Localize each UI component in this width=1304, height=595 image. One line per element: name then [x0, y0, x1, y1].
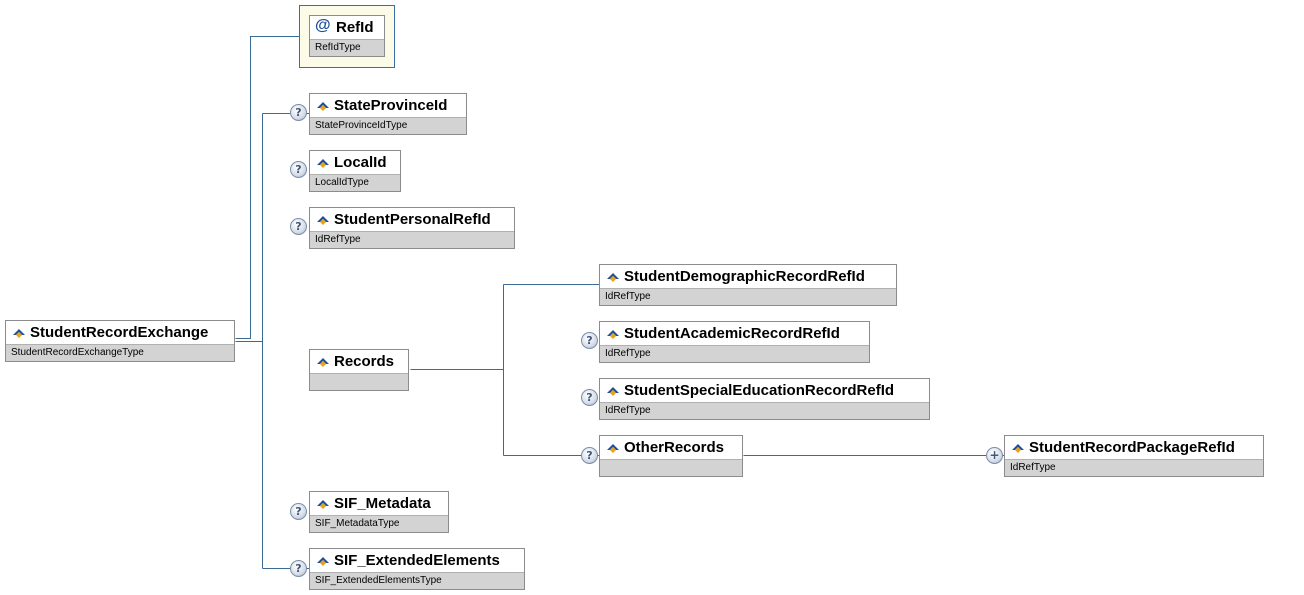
attribute-type: RefIdType [310, 39, 384, 56]
element-type: StateProvinceIdType [310, 117, 466, 134]
root-element-box[interactable]: StudentRecordExchange StudentRecordExcha… [5, 320, 235, 362]
element-type: IdRefType [600, 288, 896, 305]
element-studentacademicrecordrefid-box[interactable]: StudentAcademicRecordRefId IdRefType [599, 321, 870, 363]
element-sif-metadata-box[interactable]: SIF_Metadata SIF_MetadataType [309, 491, 449, 533]
root-element-header: StudentRecordExchange [6, 321, 234, 344]
element-header: SIF_ExtendedElements [310, 549, 524, 572]
element-name: Records [334, 353, 395, 370]
optional-badge-icon: ? [290, 503, 307, 520]
optional-badge-icon: ? [581, 332, 598, 349]
element-name: StudentRecordPackageRefId [1029, 439, 1235, 456]
element-icon [1012, 444, 1024, 453]
element-icon [13, 329, 25, 338]
at-sign-icon: @ [315, 17, 331, 34]
element-header: StateProvinceId [310, 94, 466, 117]
element-localid-box[interactable]: LocalId LocalIdType [309, 150, 401, 192]
optional-badge-icon: ? [290, 560, 307, 577]
element-icon [317, 557, 329, 566]
optional-badge-icon: ? [290, 161, 307, 178]
attribute-name: RefId [336, 19, 374, 36]
element-header: StudentRecordPackageRefId [1005, 436, 1263, 459]
element-icon [607, 387, 619, 396]
element-icon [317, 500, 329, 509]
element-type: SIF_MetadataType [310, 515, 448, 532]
optional-badge-icon: ? [581, 447, 598, 464]
element-header: StudentSpecialEducationRecordRefId [600, 379, 929, 402]
element-icon [607, 444, 619, 453]
optional-badge-icon: ? [581, 389, 598, 406]
element-name: OtherRecords [624, 439, 725, 456]
element-studentrecordpackagerefid-box[interactable]: StudentRecordPackageRefId IdRefType [1004, 435, 1264, 477]
element-icon [317, 358, 329, 367]
element-name: StudentAcademicRecordRefId [624, 325, 840, 342]
element-name: SIF_ExtendedElements [334, 552, 500, 569]
element-type: IdRefType [600, 345, 869, 362]
element-name: StudentSpecialEducationRecordRefId [624, 382, 895, 399]
element-type: LocalIdType [310, 174, 400, 191]
element-type: IdRefType [1005, 459, 1263, 476]
element-stateprovinceid-box[interactable]: StateProvinceId StateProvinceIdType [309, 93, 467, 135]
element-icon [317, 102, 329, 111]
element-sif-extendedelements-box[interactable]: SIF_ExtendedElements SIF_ExtendedElement… [309, 548, 525, 590]
element-name: SIF_Metadata [334, 495, 431, 512]
root-element-name: StudentRecordExchange [30, 324, 209, 341]
element-otherrecords-box[interactable]: OtherRecords [599, 435, 743, 477]
element-header: SIF_Metadata [310, 492, 448, 515]
attribute-refid-box[interactable]: @ RefId RefIdType [309, 15, 385, 57]
element-name: StudentPersonalRefId [334, 211, 491, 228]
element-name: StateProvinceId [334, 97, 448, 114]
element-header: OtherRecords [600, 436, 742, 459]
element-name: StudentDemographicRecordRefId [624, 268, 865, 285]
element-header: StudentAcademicRecordRefId [600, 322, 869, 345]
element-header: LocalId [310, 151, 400, 174]
element-icon [607, 330, 619, 339]
element-records-box[interactable]: Records [309, 349, 409, 391]
element-name: LocalId [334, 154, 387, 171]
element-header: Records [310, 350, 408, 373]
element-header: StudentPersonalRefId [310, 208, 514, 231]
element-icon [317, 216, 329, 225]
optional-badge-icon: ? [290, 218, 307, 235]
root-element-type: StudentRecordExchangeType [6, 344, 234, 361]
element-header: StudentDemographicRecordRefId [600, 265, 896, 288]
element-icon [317, 159, 329, 168]
element-studentdemographicrecordrefid-box[interactable]: StudentDemographicRecordRefId IdRefType [599, 264, 897, 306]
element-type [310, 373, 408, 390]
element-type [600, 459, 742, 476]
element-type: IdRefType [310, 231, 514, 248]
element-type: SIF_ExtendedElementsType [310, 572, 524, 589]
element-type: IdRefType [600, 402, 929, 419]
repeatable-badge-icon: + [986, 447, 1003, 464]
element-studentpersonalrefid-box[interactable]: StudentPersonalRefId IdRefType [309, 207, 515, 249]
element-studentspecialeducationrecordrefid-box[interactable]: StudentSpecialEducationRecordRefId IdRef… [599, 378, 930, 420]
element-icon [607, 273, 619, 282]
optional-badge-icon: ? [290, 104, 307, 121]
attribute-header: @ RefId [310, 16, 384, 39]
